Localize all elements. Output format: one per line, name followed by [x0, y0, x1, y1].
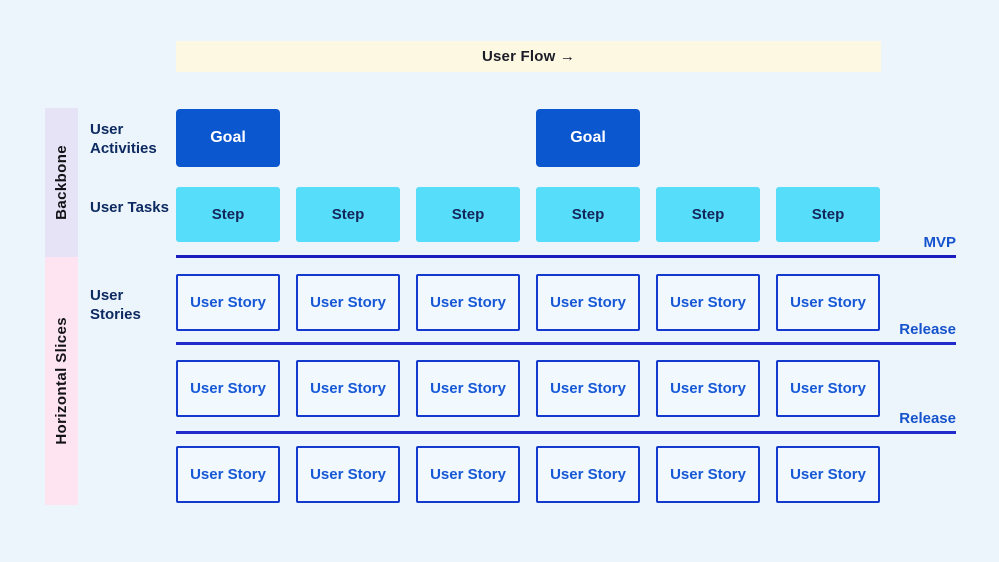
- user-story-card: User Story: [776, 360, 880, 417]
- goal-card: Goal: [536, 109, 640, 167]
- row-label-user-tasks: User Tasks: [90, 199, 169, 216]
- user-story-card: User Story: [296, 274, 400, 331]
- release-label: Release: [899, 410, 956, 427]
- backbone-strip: Backbone: [45, 108, 78, 257]
- release-label: Release: [899, 321, 956, 338]
- user-story-card: User Story: [176, 446, 280, 503]
- goal-card: Goal: [176, 109, 280, 167]
- row-label-user-stories: User Stories: [90, 287, 141, 323]
- horizontal-slices-strip: Horizontal Slices: [45, 257, 78, 505]
- user-story-card: User Story: [656, 360, 760, 417]
- user-story-card: User Story: [176, 274, 280, 331]
- step-card: Step: [296, 187, 400, 242]
- user-story-card: User Story: [176, 360, 280, 417]
- user-flow-banner: User Flow →: [176, 41, 881, 72]
- step-card: Step: [776, 187, 880, 242]
- mvp-line: [176, 255, 956, 258]
- step-card: Step: [656, 187, 760, 242]
- user-story-card: User Story: [776, 274, 880, 331]
- step-card: Step: [176, 187, 280, 242]
- horizontal-slices-label: Horizontal Slices: [53, 317, 70, 445]
- user-story-card: User Story: [656, 446, 760, 503]
- user-story-card: User Story: [776, 446, 880, 503]
- step-card: Step: [536, 187, 640, 242]
- step-card: Step: [416, 187, 520, 242]
- mvp-label: MVP: [923, 234, 956, 251]
- row-label-user-activities: User Activities: [90, 121, 157, 157]
- user-story-card: User Story: [416, 446, 520, 503]
- user-story-card: User Story: [296, 446, 400, 503]
- release-line: [176, 431, 956, 434]
- user-story-card: User Story: [656, 274, 760, 331]
- user-story-card: User Story: [536, 360, 640, 417]
- user-story-card: User Story: [416, 274, 520, 331]
- release-line: [176, 342, 956, 345]
- user-story-card: User Story: [416, 360, 520, 417]
- user-story-card: User Story: [296, 360, 400, 417]
- user-story-card: User Story: [536, 274, 640, 331]
- user-flow-label: User Flow →: [481, 48, 576, 65]
- backbone-label: Backbone: [53, 145, 70, 220]
- user-story-card: User Story: [536, 446, 640, 503]
